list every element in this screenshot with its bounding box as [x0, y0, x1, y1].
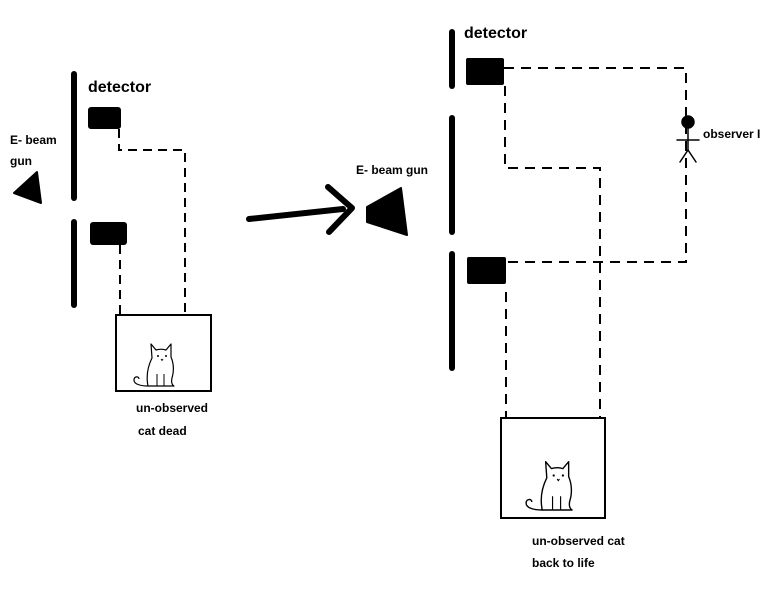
left-cat-caption-line1: un-observed [136, 401, 209, 415]
left-e-beam-gun-icon [13, 171, 42, 204]
right-cat-caption-line2: back to life [532, 556, 595, 570]
left-cat-caption-line2: cat dead [138, 424, 187, 438]
stick-figure-icon [676, 115, 700, 163]
left-detector-lower [90, 222, 127, 245]
right-detector-upper [466, 58, 504, 85]
right-detector-lower [467, 257, 506, 284]
observer-label: observer I [703, 127, 761, 141]
left-wire-upper [118, 129, 186, 315]
right-detector-label: detector [464, 25, 528, 42]
left-detector-label: detector [88, 79, 152, 96]
right-wire-branch [504, 86, 601, 418]
left-gun-label-line1: E- beam [10, 133, 57, 147]
left-gun-label-line2: gun [10, 154, 32, 168]
right-cat-caption-line1: un-observed cat [532, 534, 625, 548]
right-e-beam-gun-icon [366, 187, 408, 236]
arrow-right-icon [246, 184, 355, 235]
right-gun-label: E- beam gun [356, 163, 429, 177]
left-detector-upper [88, 107, 121, 129]
right-wire-upper [504, 67, 687, 263]
